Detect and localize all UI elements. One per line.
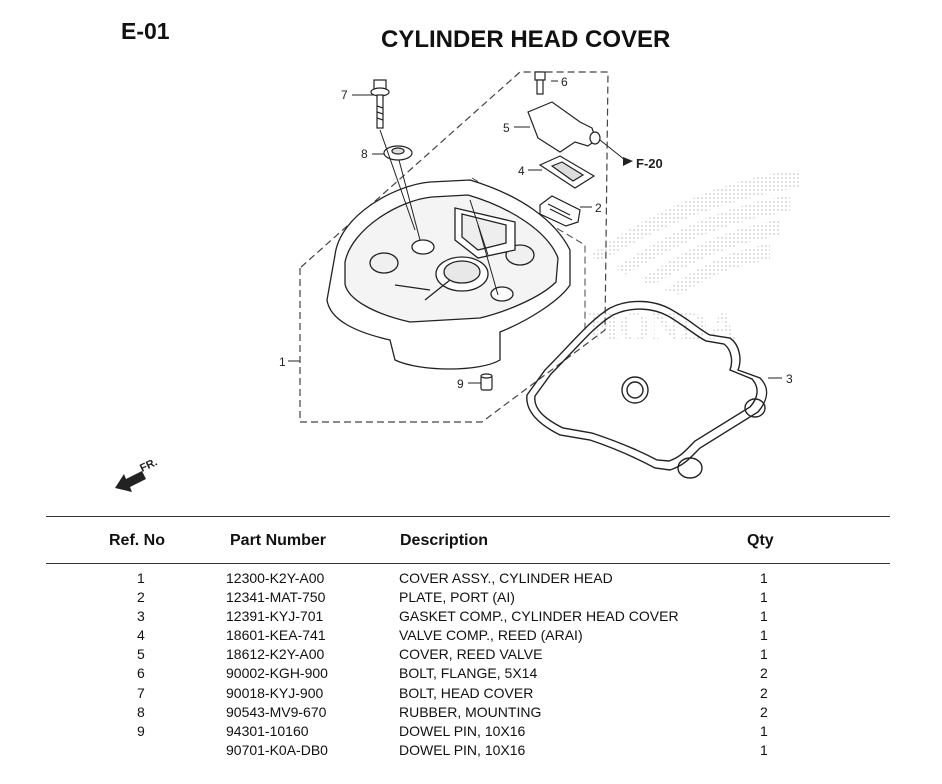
- svg-text:FR.: FR.: [138, 456, 159, 474]
- part-number-cell: 90002-KGH-900: [226, 665, 328, 682]
- ref-no-cell: 3: [137, 608, 145, 625]
- callout-2: 2: [595, 201, 602, 215]
- ref-no-cell: 6: [137, 665, 145, 682]
- front-direction-arrow-icon: FR.: [115, 456, 159, 492]
- qty-cell: 1: [760, 608, 768, 625]
- head-cover-gasket-part: [526, 300, 768, 479]
- callout-6: 6: [561, 75, 568, 89]
- table-row: 8 90543-MV9-670 RUBBER, MOUNTING 2: [0, 704, 942, 723]
- qty-cell: 1: [760, 627, 768, 644]
- qty-cell: 2: [760, 703, 768, 720]
- ref-no-cell: 4: [137, 627, 145, 644]
- reed-subassembly-boundary: [471, 177, 586, 330]
- flange-bolt-part: [534, 71, 546, 95]
- qty-cell: 1: [760, 741, 768, 758]
- description-cell: DOWEL PIN, 10X16: [399, 741, 526, 758]
- table-row: 5 18612-K2Y-A00 COVER, REED VALVE 1: [0, 646, 942, 665]
- reference-arrow-icon: [623, 157, 633, 166]
- table-row: 90701-K0A-DB0 DOWEL PIN, 10X16 1: [0, 742, 942, 761]
- header-description: Description: [400, 532, 489, 549]
- ref-no-cell: 7: [137, 684, 145, 701]
- qty-cell: 1: [760, 570, 768, 586]
- callout-5: 5: [503, 121, 510, 135]
- part-number-cell: 90543-MV9-670: [226, 703, 327, 720]
- qty-cell: 1: [760, 722, 768, 739]
- assembly-boundary: [299, 71, 609, 423]
- table-row: 6 90002-KGH-900 BOLT, FLANGE, 5X14 2: [0, 665, 942, 684]
- callout-7: 7: [341, 88, 348, 102]
- callout-3: 3: [786, 372, 793, 386]
- cylinder-head-cover-part: [326, 179, 571, 370]
- table-row: 9 94301-10160 DOWEL PIN, 10X16 1: [0, 723, 942, 742]
- head-cover-bolt-part: [370, 79, 390, 129]
- table-row: 4 18601-KEA-741 VALVE COMP., REED (ARAI)…: [0, 627, 942, 646]
- leader-lines: [288, 80, 782, 384]
- brand-watermark: HONDA: [588, 170, 800, 349]
- callout-1: 1: [279, 355, 286, 369]
- reed-valve-part: [538, 155, 596, 189]
- table-top-rule: [46, 516, 890, 517]
- description-cell: BOLT, FLANGE, 5X14: [399, 665, 538, 682]
- table-header-rule: [46, 563, 890, 564]
- qty-cell: 2: [760, 684, 768, 701]
- table-row: 7 90018-KYJ-900 BOLT, HEAD COVER 2: [0, 685, 942, 704]
- part-number-cell: 12341-MAT-750: [226, 589, 326, 606]
- ref-no-cell: 5: [137, 646, 145, 663]
- table-row: 3 12391-KYJ-701 GASKET COMP., CYLINDER H…: [0, 608, 942, 627]
- mounting-rubber-part: [383, 145, 413, 161]
- ref-no-cell: 8: [137, 703, 145, 720]
- part-number-cell: 90701-K0A-DB0: [226, 741, 328, 758]
- dowel-pin-part: [480, 373, 493, 391]
- reference-label: F-20: [636, 156, 663, 171]
- qty-cell: 2: [760, 665, 768, 682]
- description-cell: BOLT, HEAD COVER: [399, 684, 534, 701]
- description-cell: COVER ASSY., CYLINDER HEAD: [399, 570, 613, 586]
- qty-cell: 1: [760, 646, 768, 663]
- part-number-cell: 12300-K2Y-A00: [226, 570, 325, 586]
- section-code: E-01: [121, 18, 170, 44]
- header-ref-no: Ref. No: [109, 532, 165, 549]
- callout-8: 8: [361, 147, 368, 161]
- port-plate-part: [539, 195, 581, 227]
- ref-no-cell: 2: [137, 589, 145, 606]
- exploded-parts-diagram: HONDA: [115, 71, 800, 492]
- description-cell: RUBBER, MOUNTING: [399, 703, 542, 720]
- part-number-cell: 18612-K2Y-A00: [226, 646, 325, 663]
- callout-9: 9: [457, 377, 464, 391]
- description-cell: GASKET COMP., CYLINDER HEAD COVER: [399, 608, 679, 625]
- table-row: 1 12300-K2Y-A00 COVER ASSY., CYLINDER HE…: [0, 570, 942, 589]
- parts-table-body: 1 12300-K2Y-A00 COVER ASSY., CYLINDER HE…: [0, 570, 942, 761]
- table-row: 2 12341-MAT-750 PLATE, PORT (AI) 1: [0, 589, 942, 608]
- ref-no-cell: 1: [137, 570, 145, 586]
- reed-valve-cover-part: [527, 101, 601, 153]
- ref-no-cell: 9: [137, 722, 145, 739]
- description-cell: DOWEL PIN, 10X16: [399, 722, 526, 739]
- part-number-cell: 90018-KYJ-900: [226, 684, 324, 701]
- part-number-cell: 94301-10160: [226, 722, 309, 739]
- description-cell: PLATE, PORT (AI): [399, 589, 515, 606]
- page-title: CYLINDER HEAD COVER: [381, 26, 671, 53]
- callout-4: 4: [518, 164, 525, 178]
- header-part-number: Part Number: [230, 532, 327, 549]
- header-qty: Qty: [747, 532, 774, 549]
- description-cell: VALVE COMP., REED (ARAI): [399, 627, 583, 644]
- description-cell: COVER, REED VALVE: [399, 646, 543, 663]
- qty-cell: 1: [760, 589, 768, 606]
- part-number-cell: 18601-KEA-741: [226, 627, 326, 644]
- part-number-cell: 12391-KYJ-701: [226, 608, 324, 625]
